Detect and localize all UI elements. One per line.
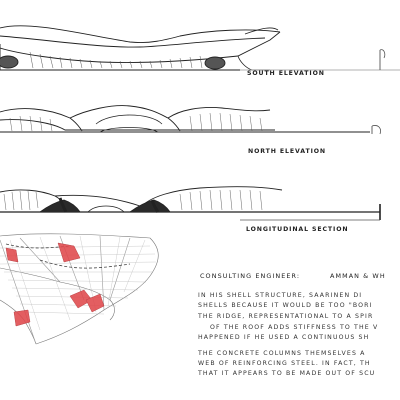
north-elevation-label: NORTH ELEVATION <box>248 148 327 155</box>
red-column-highlights <box>5 242 105 327</box>
text-line: IN HIS SHELL STRUCTURE, SAARINEN DI <box>198 292 363 299</box>
text-line: THAT IT APPEARS TO BE MADE OUT OF SCU <box>198 370 376 377</box>
text-line: THE RIDGE, REPRESENTATIONAL TO A SPIR <box>198 313 374 320</box>
text-line: THE CONCRETE COLUMNS THEMSELVES A <box>198 350 366 357</box>
longitudinal-section-drawing <box>0 186 381 221</box>
south-elevation-label: SOUTH ELEVATION <box>247 70 325 77</box>
text-line: HAPPENED IF HE USED A CONTINUOUS SH <box>198 334 370 341</box>
consulting-engineer-label: CONSULTING ENGINEER: <box>200 272 301 280</box>
text-line: OF THE ROOF ADDS STIFFNESS TO THE V <box>210 324 379 331</box>
north-elevation-drawing <box>0 105 381 135</box>
text-line: WEB OF REINFORCING STEEL. IN FACT, TH <box>198 360 371 367</box>
consulting-engineer-value: AMMAN & WH <box>330 272 386 280</box>
south-elevation-drawing <box>0 25 400 71</box>
longitudinal-section-label: LONGITUDINAL SECTION <box>246 226 349 233</box>
roof-axonometric-drawing <box>0 233 159 345</box>
text-line: SHELLS BECAUSE IT WOULD BE TOO "BORI <box>198 302 373 309</box>
